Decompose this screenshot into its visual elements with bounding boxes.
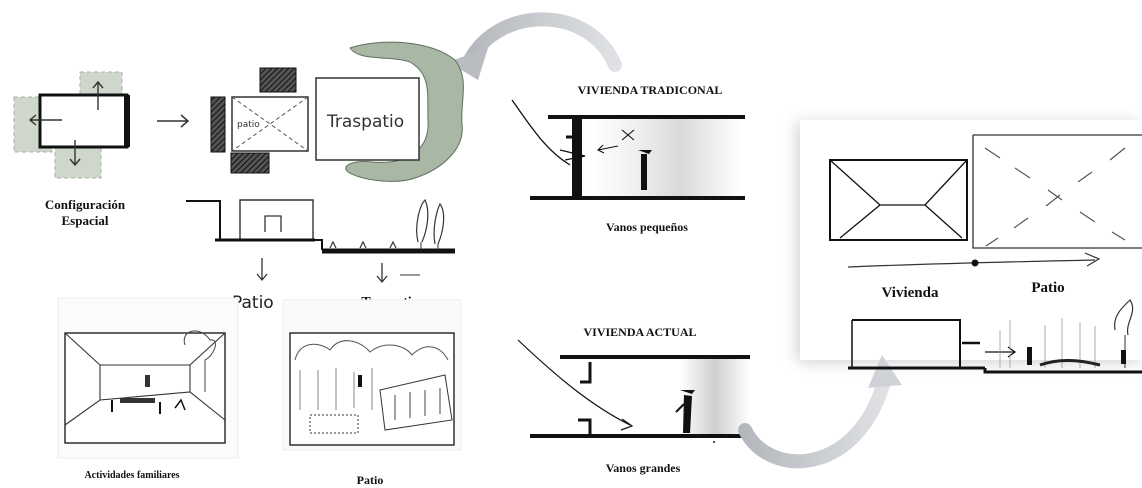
configuracion-diagram [13, 71, 130, 179]
vivienda-actual-title: VIVIENDA ACTUAL [583, 325, 696, 339]
sketch-patio [282, 299, 462, 451]
plan-patio-text: patio [237, 120, 260, 130]
configuracion-label: Configuración Espacial [20, 197, 150, 229]
right-patio-label: Patio [1031, 280, 1064, 296]
configuracion-label-line1: Configuración [44, 197, 126, 212]
vivienda-tradicional-section [511, 99, 745, 200]
right-section-diagram [848, 299, 1142, 374]
right-vivienda-label: Vivienda [882, 285, 939, 301]
vivienda-actual-section [517, 339, 750, 443]
plan-diagram [210, 41, 464, 182]
vivienda-actual-caption: Vanos grandes [606, 461, 681, 475]
caption-patio-sketch: Patio [357, 473, 384, 487]
vivienda-tradicional-title: VIVIENDA TRADICONAL [578, 83, 723, 97]
vivienda-tradicional-caption: Vanos pequeños [606, 220, 688, 234]
caption-actividades-familiares: Actividades familiares [84, 470, 179, 481]
sketch-actividades-familiares [57, 297, 239, 459]
plan-traspatio-text: Traspatio [326, 112, 404, 132]
bottom-curved-arrow [738, 355, 902, 469]
top-curved-arrow [448, 12, 622, 80]
section-left-diagram [186, 198, 455, 284]
right-plan-diagram [829, 134, 1142, 268]
flow-arrow-icon [157, 114, 190, 128]
configuracion-label-line2: Espacial [61, 213, 109, 228]
section-patio-hand-label: Patio [232, 293, 274, 313]
